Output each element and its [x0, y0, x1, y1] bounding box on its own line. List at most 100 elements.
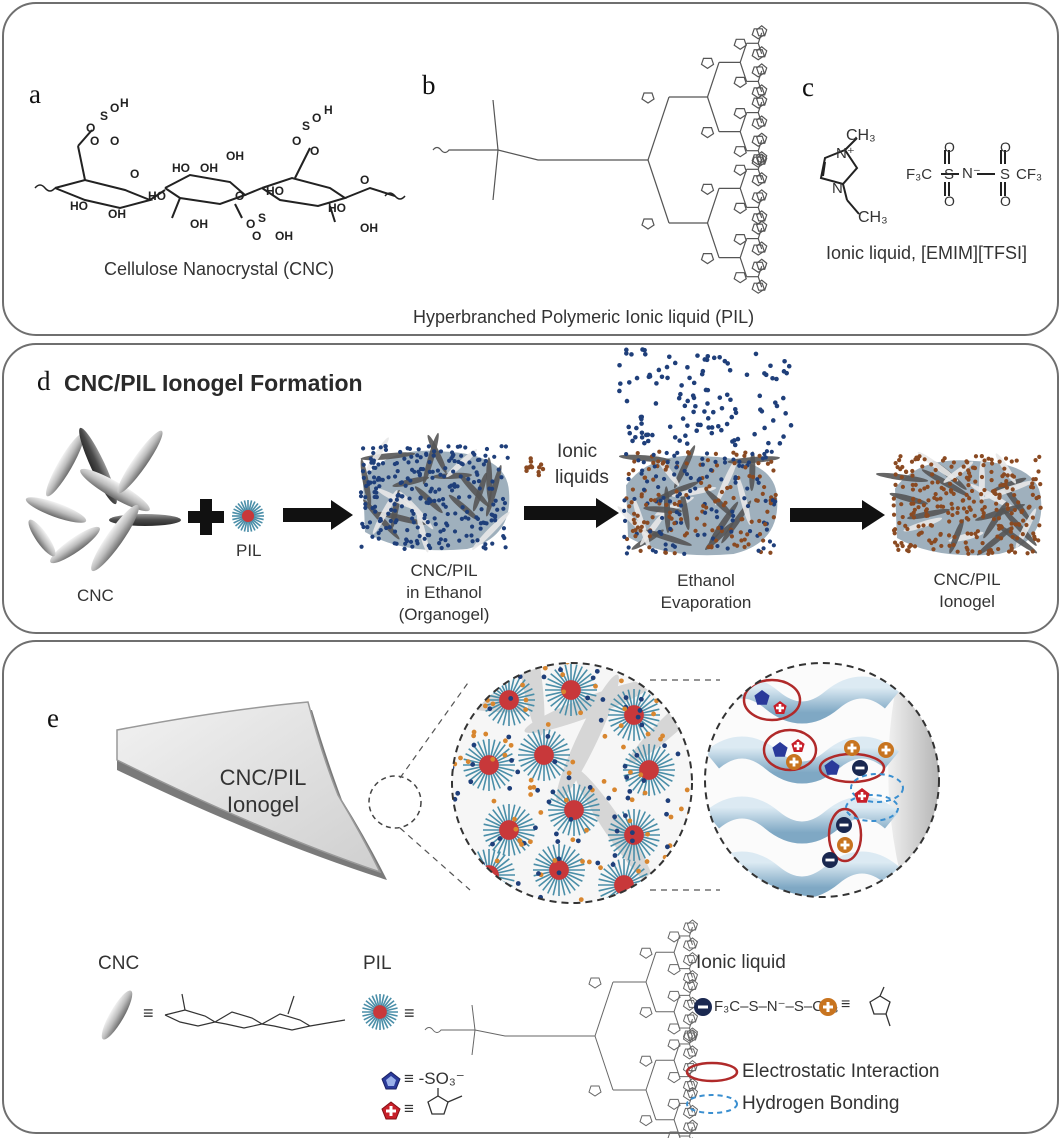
- svg-text:O: O: [310, 144, 319, 158]
- svg-text:S: S: [302, 119, 310, 133]
- svg-text:OH: OH: [360, 221, 378, 235]
- ionogel-illustration: [875, 451, 1043, 557]
- pil-caption: Hyperbranched Polymeric Ionic liquid (PI…: [413, 307, 755, 327]
- tfsi-n-minus: N⁻: [962, 165, 981, 182]
- arrow-right-icon: [283, 500, 353, 530]
- emim-tfsi-caption: Ionic liquid, [EMIM][TFSI]: [826, 243, 1028, 263]
- svg-text:HO: HO: [148, 189, 166, 203]
- formation-title: CNC/PIL Ionogel Formation: [64, 370, 363, 396]
- svg-text:HO: HO: [266, 184, 284, 198]
- electrostatic-label: Electrostatic Interaction: [742, 1061, 940, 1082]
- cnc-rods-illustration: [25, 427, 181, 572]
- cnc-equiv: ≡: [143, 1003, 154, 1023]
- panel-label-c: c: [802, 72, 814, 102]
- organogel-label-1: CNC/PIL: [410, 561, 478, 580]
- pil-equiv: ≡: [404, 1003, 415, 1023]
- emim-n-plus: N⁺: [836, 145, 855, 162]
- svg-text:O: O: [312, 111, 321, 125]
- interaction-zoom-illustration: [704, 662, 940, 898]
- ethanol-vapor-dots: [617, 347, 794, 448]
- svg-text:HO: HO: [70, 199, 88, 213]
- tfsi-o2: O: [944, 193, 955, 209]
- panel-d: [2, 343, 1059, 634]
- svg-text:HO: HO: [328, 201, 346, 215]
- ionogel-label-1: CNC/PIL: [933, 570, 1001, 589]
- anion-minus-icon: [694, 998, 712, 1016]
- ionogel-film-illustration: [116, 701, 422, 880]
- tfsi-o4: O: [1000, 193, 1011, 209]
- ionic-liquids-label-1: Ionic: [557, 441, 598, 462]
- cnc-rod-icon: [101, 990, 133, 1040]
- panel-label-d: d: [37, 366, 51, 396]
- arrow-right-icon: [524, 498, 619, 528]
- film-label-1: CNC/PIL: [219, 765, 307, 790]
- cnc-caption: Cellulose Nanocrystal (CNC): [104, 259, 335, 279]
- svg-text:O: O: [360, 173, 369, 187]
- svg-text:H: H: [120, 96, 129, 110]
- cation-equiv: ≡: [841, 996, 851, 1013]
- panel-label-b: b: [422, 70, 436, 100]
- ionogel-label-2: Ionogel: [939, 592, 995, 611]
- organogel-label-2: in Ethanol: [406, 583, 482, 602]
- emim-mini-structure: [869, 986, 891, 1027]
- cnc-mini-structure: [164, 993, 346, 1031]
- panel-label-e: e: [47, 703, 59, 733]
- sulfonate-def: ≡ -SO₃⁻: [404, 1069, 465, 1088]
- evaporation-label-1: Ethanol: [677, 571, 735, 590]
- anion-formula: F₃C–S–N⁻–S–CF₃: [714, 998, 839, 1015]
- arrow-right-icon: [790, 500, 885, 530]
- organogel-label-3: (Organogel): [398, 605, 490, 624]
- ionic-liquid-cluster-icon: [524, 456, 546, 478]
- sulfonate-pentagon-icon: [381, 1071, 401, 1090]
- cation-plus-icon: [819, 998, 837, 1016]
- imidazolium-mini-structure: [427, 1088, 463, 1115]
- pil-structure-diagram: [432, 25, 768, 294]
- svg-text:O: O: [110, 101, 119, 115]
- svg-text:O: O: [130, 167, 139, 181]
- evaporating-gel-illustration: [617, 445, 781, 556]
- svg-text:S: S: [258, 211, 266, 225]
- panel-label-a: a: [29, 79, 41, 109]
- legend-il-label: Ionic liquid: [696, 952, 786, 973]
- emim-tfsi-structure: [819, 137, 1006, 215]
- electrostatic-ring-icon: [685, 1061, 739, 1083]
- svg-text:O: O: [90, 134, 99, 148]
- imidazolium-def: ≡: [404, 1099, 414, 1118]
- cnc-label: CNC: [77, 586, 114, 605]
- hydrogen-bond-ring-icon: [686, 1094, 738, 1114]
- svg-text:O: O: [292, 134, 301, 148]
- svg-text:OH: OH: [226, 149, 244, 163]
- tfsi-o3: O: [1000, 139, 1011, 155]
- svg-text:H: H: [324, 103, 333, 117]
- organogel-illustration: [358, 432, 510, 553]
- pil-sphere-icon: [232, 500, 264, 532]
- svg-text:HO: HO: [172, 161, 190, 175]
- tfsi-s2: S: [1000, 166, 1011, 183]
- tfsi-o1: O: [944, 139, 955, 155]
- legend-pil-label: PIL: [363, 953, 392, 974]
- svg-text:O: O: [86, 121, 95, 135]
- svg-text:OH: OH: [190, 217, 208, 231]
- emim-n: N: [832, 180, 843, 197]
- emim-methyl: CH₃: [846, 127, 876, 144]
- panel-abc: [2, 2, 1059, 336]
- svg-text:O: O: [235, 189, 244, 203]
- svg-text:OH: OH: [108, 207, 126, 221]
- plus-icon: [188, 499, 224, 535]
- svg-text:O: O: [252, 229, 261, 243]
- imidazolium-pentagon-icon: [381, 1101, 401, 1120]
- pil-label: PIL: [236, 541, 262, 560]
- hbond-label: Hydrogen Bonding: [742, 1093, 900, 1114]
- svg-text:OH: OH: [275, 229, 293, 243]
- svg-text:O: O: [246, 217, 255, 231]
- zoom-guide-lines: [399, 679, 720, 891]
- emim-ethyl: CH₃: [858, 209, 888, 226]
- legend-cnc-label: CNC: [98, 953, 140, 974]
- pil-sphere-icon: [362, 994, 398, 1030]
- tfsi-right: CF₃: [1016, 166, 1043, 183]
- ionic-liquids-label-2: liquids: [555, 467, 609, 488]
- film-label-2: Ionogel: [226, 792, 300, 817]
- tfsi-s1: S: [944, 166, 955, 183]
- tfsi-left: F₃C: [906, 166, 933, 183]
